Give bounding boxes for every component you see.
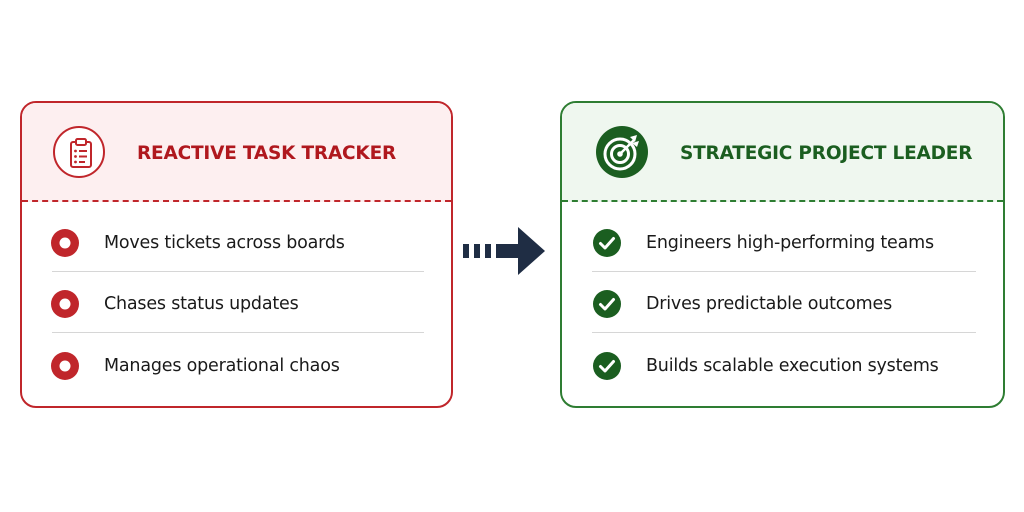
card-title: REACTIVE TASK TRACKER: [137, 143, 397, 164]
item-label: Moves tickets across boards: [104, 233, 345, 253]
target-icon: [596, 126, 648, 178]
card-title: STRATEGIC PROJECT LEADER: [680, 143, 973, 164]
strategic-project-leader-card: STRATEGIC PROJECT LEADER Engineers high-…: [560, 101, 1005, 408]
card-header: STRATEGIC PROJECT LEADER: [562, 103, 1003, 202]
record-icon: [51, 352, 79, 380]
list-item: Moves tickets across boards: [50, 223, 424, 263]
list-item: Manages operational chaos: [50, 346, 424, 386]
list-item: Chases status updates: [50, 284, 424, 324]
check-circle-icon: [593, 229, 621, 257]
card-header: REACTIVE TASK TRACKER: [22, 103, 451, 202]
divider: [592, 332, 976, 333]
item-label: Engineers high-performing teams: [646, 233, 934, 253]
clipboard-icon: [53, 126, 105, 178]
reactive-task-tracker-card: REACTIVE TASK TRACKER Moves tickets acro…: [20, 101, 453, 408]
list-item: Engineers high-performing teams: [592, 223, 978, 263]
check-circle-icon: [593, 352, 621, 380]
item-label: Chases status updates: [104, 294, 299, 314]
item-label: Manages operational chaos: [104, 356, 340, 376]
divider: [592, 271, 976, 272]
list-item: Drives predictable outcomes: [592, 284, 978, 324]
record-icon: [51, 229, 79, 257]
record-icon: [51, 290, 79, 318]
list-item: Builds scalable execution systems: [592, 346, 978, 386]
item-label: Builds scalable execution systems: [646, 356, 939, 376]
divider: [52, 271, 424, 272]
item-label: Drives predictable outcomes: [646, 294, 893, 314]
divider: [52, 332, 424, 333]
check-circle-icon: [593, 290, 621, 318]
dashed-right-arrow-icon: [463, 227, 545, 275]
